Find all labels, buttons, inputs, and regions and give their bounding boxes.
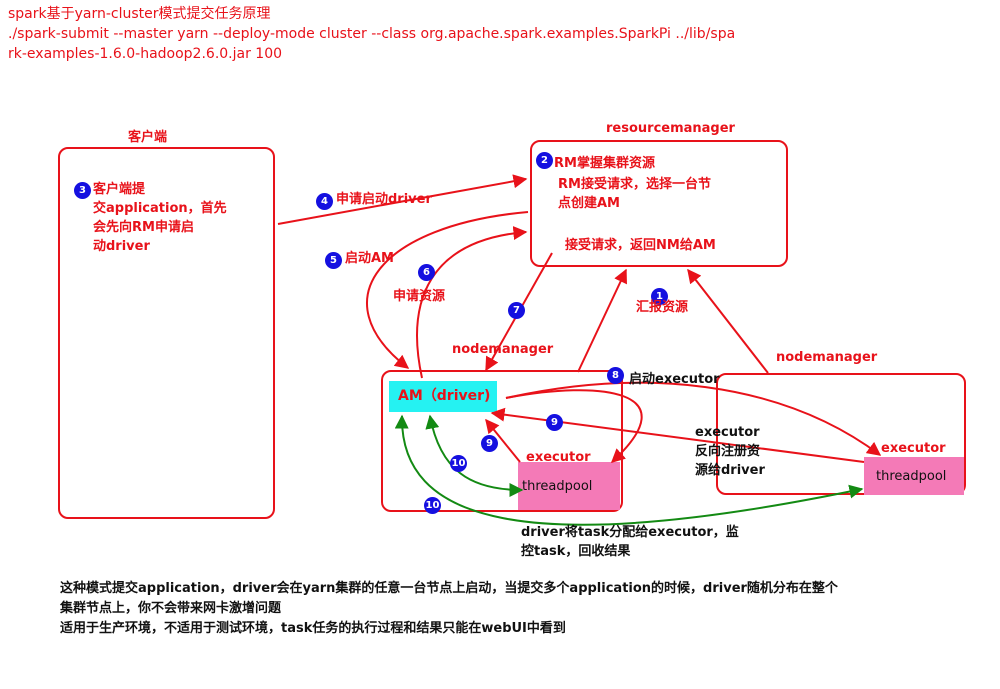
arrow-10-tasks-right	[394, 414, 864, 526]
step-8-badge: 8	[607, 367, 624, 384]
rm-text-4: 接受请求，返回NM给AM	[565, 238, 716, 253]
step-9-badge-right: 9	[546, 414, 563, 431]
footer-line-2: 集群节点上，你不会带来网卡激增问题	[60, 601, 282, 616]
diagram-title: spark基于yarn-cluster模式提交任务原理	[8, 6, 271, 22]
resourcemanager-box	[530, 140, 788, 267]
step-7-badge: 7	[508, 302, 525, 319]
rm-text-3: 点创建AM	[558, 196, 620, 211]
executor-right-box	[864, 457, 964, 495]
step-10-label-2: 控task，回收结果	[521, 544, 631, 559]
threadpool-right-label: threadpool	[876, 469, 947, 484]
step-1-badge: 1	[651, 288, 668, 305]
step-4-label: 申请启动driver	[336, 192, 432, 207]
client-text-2: 交application，首先	[93, 201, 227, 216]
rm-text-2: RM接受请求，选择一台节	[558, 177, 711, 192]
step-9-label-3: 源给driver	[695, 463, 765, 478]
client-text-4: 动driver	[93, 239, 150, 254]
am-driver-label: AM（driver)	[398, 388, 491, 404]
command-line-2: rk-examples-1.6.0-hadoop2.6.0.jar 100	[8, 46, 283, 62]
arrow-5-start-am	[366, 211, 529, 369]
resourcemanager-title: resourcemanager	[606, 121, 735, 136]
arrow-1-report-right	[687, 268, 769, 374]
step-2-badge: 2	[536, 152, 553, 169]
client-text-3: 会先向RM申请启	[93, 220, 194, 235]
step-3-badge: 3	[74, 182, 91, 199]
rm-text-1: RM掌握集群资源	[554, 156, 655, 171]
threadpool-left-label: threadpool	[522, 479, 593, 494]
step-5-label: 启动AM	[345, 251, 394, 266]
arrow-4-request-driver	[277, 174, 528, 225]
step-10-badge-right: 10	[424, 497, 441, 514]
step-4-badge: 4	[316, 193, 333, 210]
client-text-1: 客户端提	[93, 182, 146, 197]
step-10-badge-left: 10	[450, 455, 467, 472]
client-box	[58, 147, 275, 519]
executor-left-label: executor	[526, 450, 591, 465]
step-10-label-1: driver将task分配给executor，监	[521, 525, 739, 540]
arrow-10-tasks-left	[425, 414, 524, 497]
step-6-badge: 6	[418, 264, 435, 281]
am-driver-box	[389, 381, 497, 412]
step-9-label-2: 反向注册资	[695, 444, 761, 459]
executor-right-label: executor	[881, 441, 946, 456]
step-9-label-1: executor	[695, 425, 760, 440]
step-9-badge-left: 9	[481, 435, 498, 452]
footer-line-1: 这种模式提交application，driver会在yarn集群的任意一台节点上…	[60, 581, 838, 596]
nodemanager-left-title: nodemanager	[452, 342, 554, 357]
nodemanager-right-title: nodemanager	[776, 350, 878, 365]
arrow-1-report-left	[577, 268, 627, 373]
step-1-label: 汇报资源	[636, 300, 689, 315]
step-6-label: 申请资源	[393, 289, 446, 304]
footer-line-3: 适用于生产环境，不适用于测试环境，task任务的执行过程和结果只能在webUI中…	[60, 621, 566, 636]
step-5-badge: 5	[325, 252, 342, 269]
command-line-1: ./spark-submit --master yarn --deploy-mo…	[8, 26, 736, 42]
step-8-label: 启动executor	[629, 372, 720, 387]
client-title: 客户端	[128, 130, 168, 145]
